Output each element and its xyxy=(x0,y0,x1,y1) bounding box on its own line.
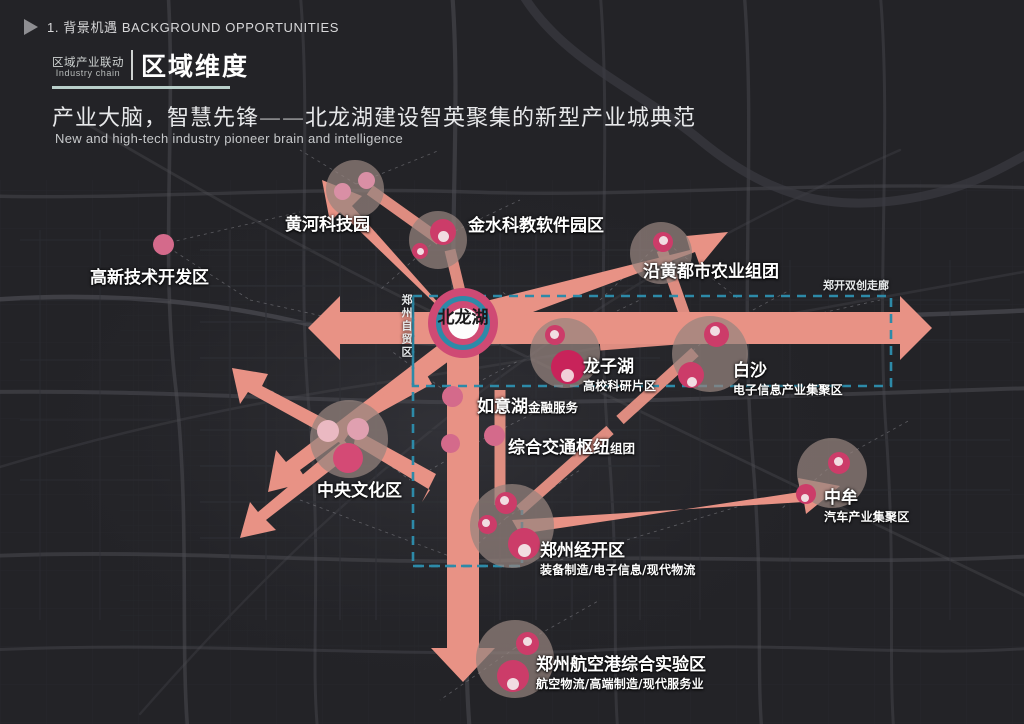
hub-ring-teal xyxy=(436,296,490,350)
label-zhongyang: 中央文化区 xyxy=(317,476,402,501)
label-ruyihu-sub: 金融服务 xyxy=(528,400,579,415)
node-dot-jiaotong[interactable] xyxy=(484,425,505,446)
node-dot-baisha-hl-b xyxy=(687,377,697,387)
label-hangkonggang: 郑州航空港综合实验区 航空物流/高端制造/现代服务业 xyxy=(536,650,706,692)
node-dot-gaoxin[interactable] xyxy=(153,234,174,255)
label-zhongmou-name: 中牟 xyxy=(824,488,858,508)
node-dot-huanghe-a xyxy=(334,183,351,200)
label-jingkai: 郑州经开区 装备制造/电子信息/现代物流 xyxy=(540,536,696,578)
node-dot-zhongyang-b xyxy=(347,418,369,440)
breadcrumb-label: 1. 背景机遇 BACKGROUND OPPORTUNITIES xyxy=(47,20,339,35)
node-dot-zhongmou-hl-a xyxy=(834,457,843,466)
label-jiaotong-sub: 组团 xyxy=(610,441,636,456)
badge-underline xyxy=(52,86,230,89)
label-baisha: 白沙 电子信息产业集聚区 xyxy=(733,356,843,398)
section-badge-en: Industry chain xyxy=(55,68,121,78)
node-dot-jingkai-hl-b xyxy=(482,519,490,527)
label-baisha-name: 白沙 xyxy=(733,361,767,381)
breadcrumb: 1. 背景机遇 BACKGROUND OPPORTUNITIES xyxy=(24,17,339,36)
label-baisha-sub: 电子信息产业集聚区 xyxy=(733,383,843,397)
hub-ring-pink xyxy=(441,301,485,345)
node-dot-yanhuang-hl xyxy=(659,236,668,245)
corridor-box xyxy=(411,294,893,388)
node-dot-jinshui-hl-b xyxy=(417,248,424,255)
node-dot-jingkai-hl-c xyxy=(518,544,531,557)
label-jingkai-name: 郑州经开区 xyxy=(540,541,625,561)
label-huanghe-name: 黄河科技园 xyxy=(285,215,370,235)
label-longzihu: 龙子湖 高校科研片区 xyxy=(583,352,656,394)
node-dot-huanghe-b xyxy=(358,172,375,189)
label-jingkai-sub: 装备制造/电子信息/现代物流 xyxy=(540,563,696,577)
label-hangkonggang-name: 郑州航空港综合实验区 xyxy=(536,655,706,675)
node-dot-zhongyang-a xyxy=(317,420,339,442)
node-dot-ruyihu[interactable] xyxy=(442,386,463,407)
label-corridor: 郑开双创走廊 xyxy=(823,279,889,292)
label-gaoxin: 高新技术开发区 xyxy=(90,263,209,288)
label-huanghe: 黄河科技园 xyxy=(285,210,370,235)
node-dot-hangkong-hl-a xyxy=(523,637,532,646)
node-dot-jingkai-hl-a xyxy=(500,496,509,505)
label-jiaotong: 综合交通枢纽组团 xyxy=(508,433,635,458)
node-dot-jinshui-hl-a xyxy=(438,231,449,242)
label-longzihu-name: 龙子湖 xyxy=(583,357,634,377)
section-badge-left: 区域产业联动 Industry chain xyxy=(52,56,131,80)
label-jinshui: 金水科教软件园区 xyxy=(468,211,604,236)
label-yanhuang-name: 沿黄都市农业组团 xyxy=(643,262,779,282)
section-badge: 区域产业联动 Industry chain 区域维度 xyxy=(52,50,249,80)
label-jiaotong-name: 综合交通枢纽 xyxy=(508,438,610,458)
node-dot-zhongmou-hl-b xyxy=(801,494,809,502)
label-hangkonggang-sub: 航空物流/高端制造/现代服务业 xyxy=(536,677,704,691)
label-gaoxin-name: 高新技术开发区 xyxy=(90,268,209,288)
node-dot-hangkong-hl-b xyxy=(507,678,519,690)
label-free-trade-zone: 郑州自贸区 xyxy=(400,294,413,359)
label-zhongmou: 中牟 汽车产业集聚区 xyxy=(824,483,909,525)
node-dot-jiaotong-b xyxy=(441,434,460,453)
node-dot-longzihu-hl-a xyxy=(550,330,559,339)
node-dot-zhongyang-c xyxy=(333,443,363,473)
main-subtitle: New and high-tech industry pioneer brain… xyxy=(55,131,404,146)
label-yanhuang: 沿黄都市农业组团 xyxy=(643,257,779,282)
main-title: 产业大脑，智慧先锋——北龙湖建设智英聚集的新型产业城典范 xyxy=(52,106,697,131)
label-longzihu-sub: 高校科研片区 xyxy=(583,379,657,393)
label-zhongyang-name: 中央文化区 xyxy=(317,481,402,501)
badge-divider xyxy=(131,50,133,80)
hub-node-beilonghu[interactable] xyxy=(428,288,498,358)
node-dot-longzihu-hl-b xyxy=(561,369,574,382)
triangle-marker-icon xyxy=(24,18,38,35)
label-jinshui-name: 金水科教软件园区 xyxy=(468,216,604,236)
section-badge-cn: 区域产业联动 xyxy=(52,55,124,69)
label-ruyihu-name: 如意湖 xyxy=(477,397,528,417)
hub-core xyxy=(447,307,479,339)
label-zhongmou-sub: 汽车产业集聚区 xyxy=(824,510,910,524)
page-title: 区域维度 xyxy=(141,52,250,81)
label-ruyihu: 如意湖金融服务 xyxy=(477,392,578,417)
node-dot-baisha-hl-a xyxy=(710,326,720,336)
hub-label: 北龙湖 xyxy=(437,308,489,328)
